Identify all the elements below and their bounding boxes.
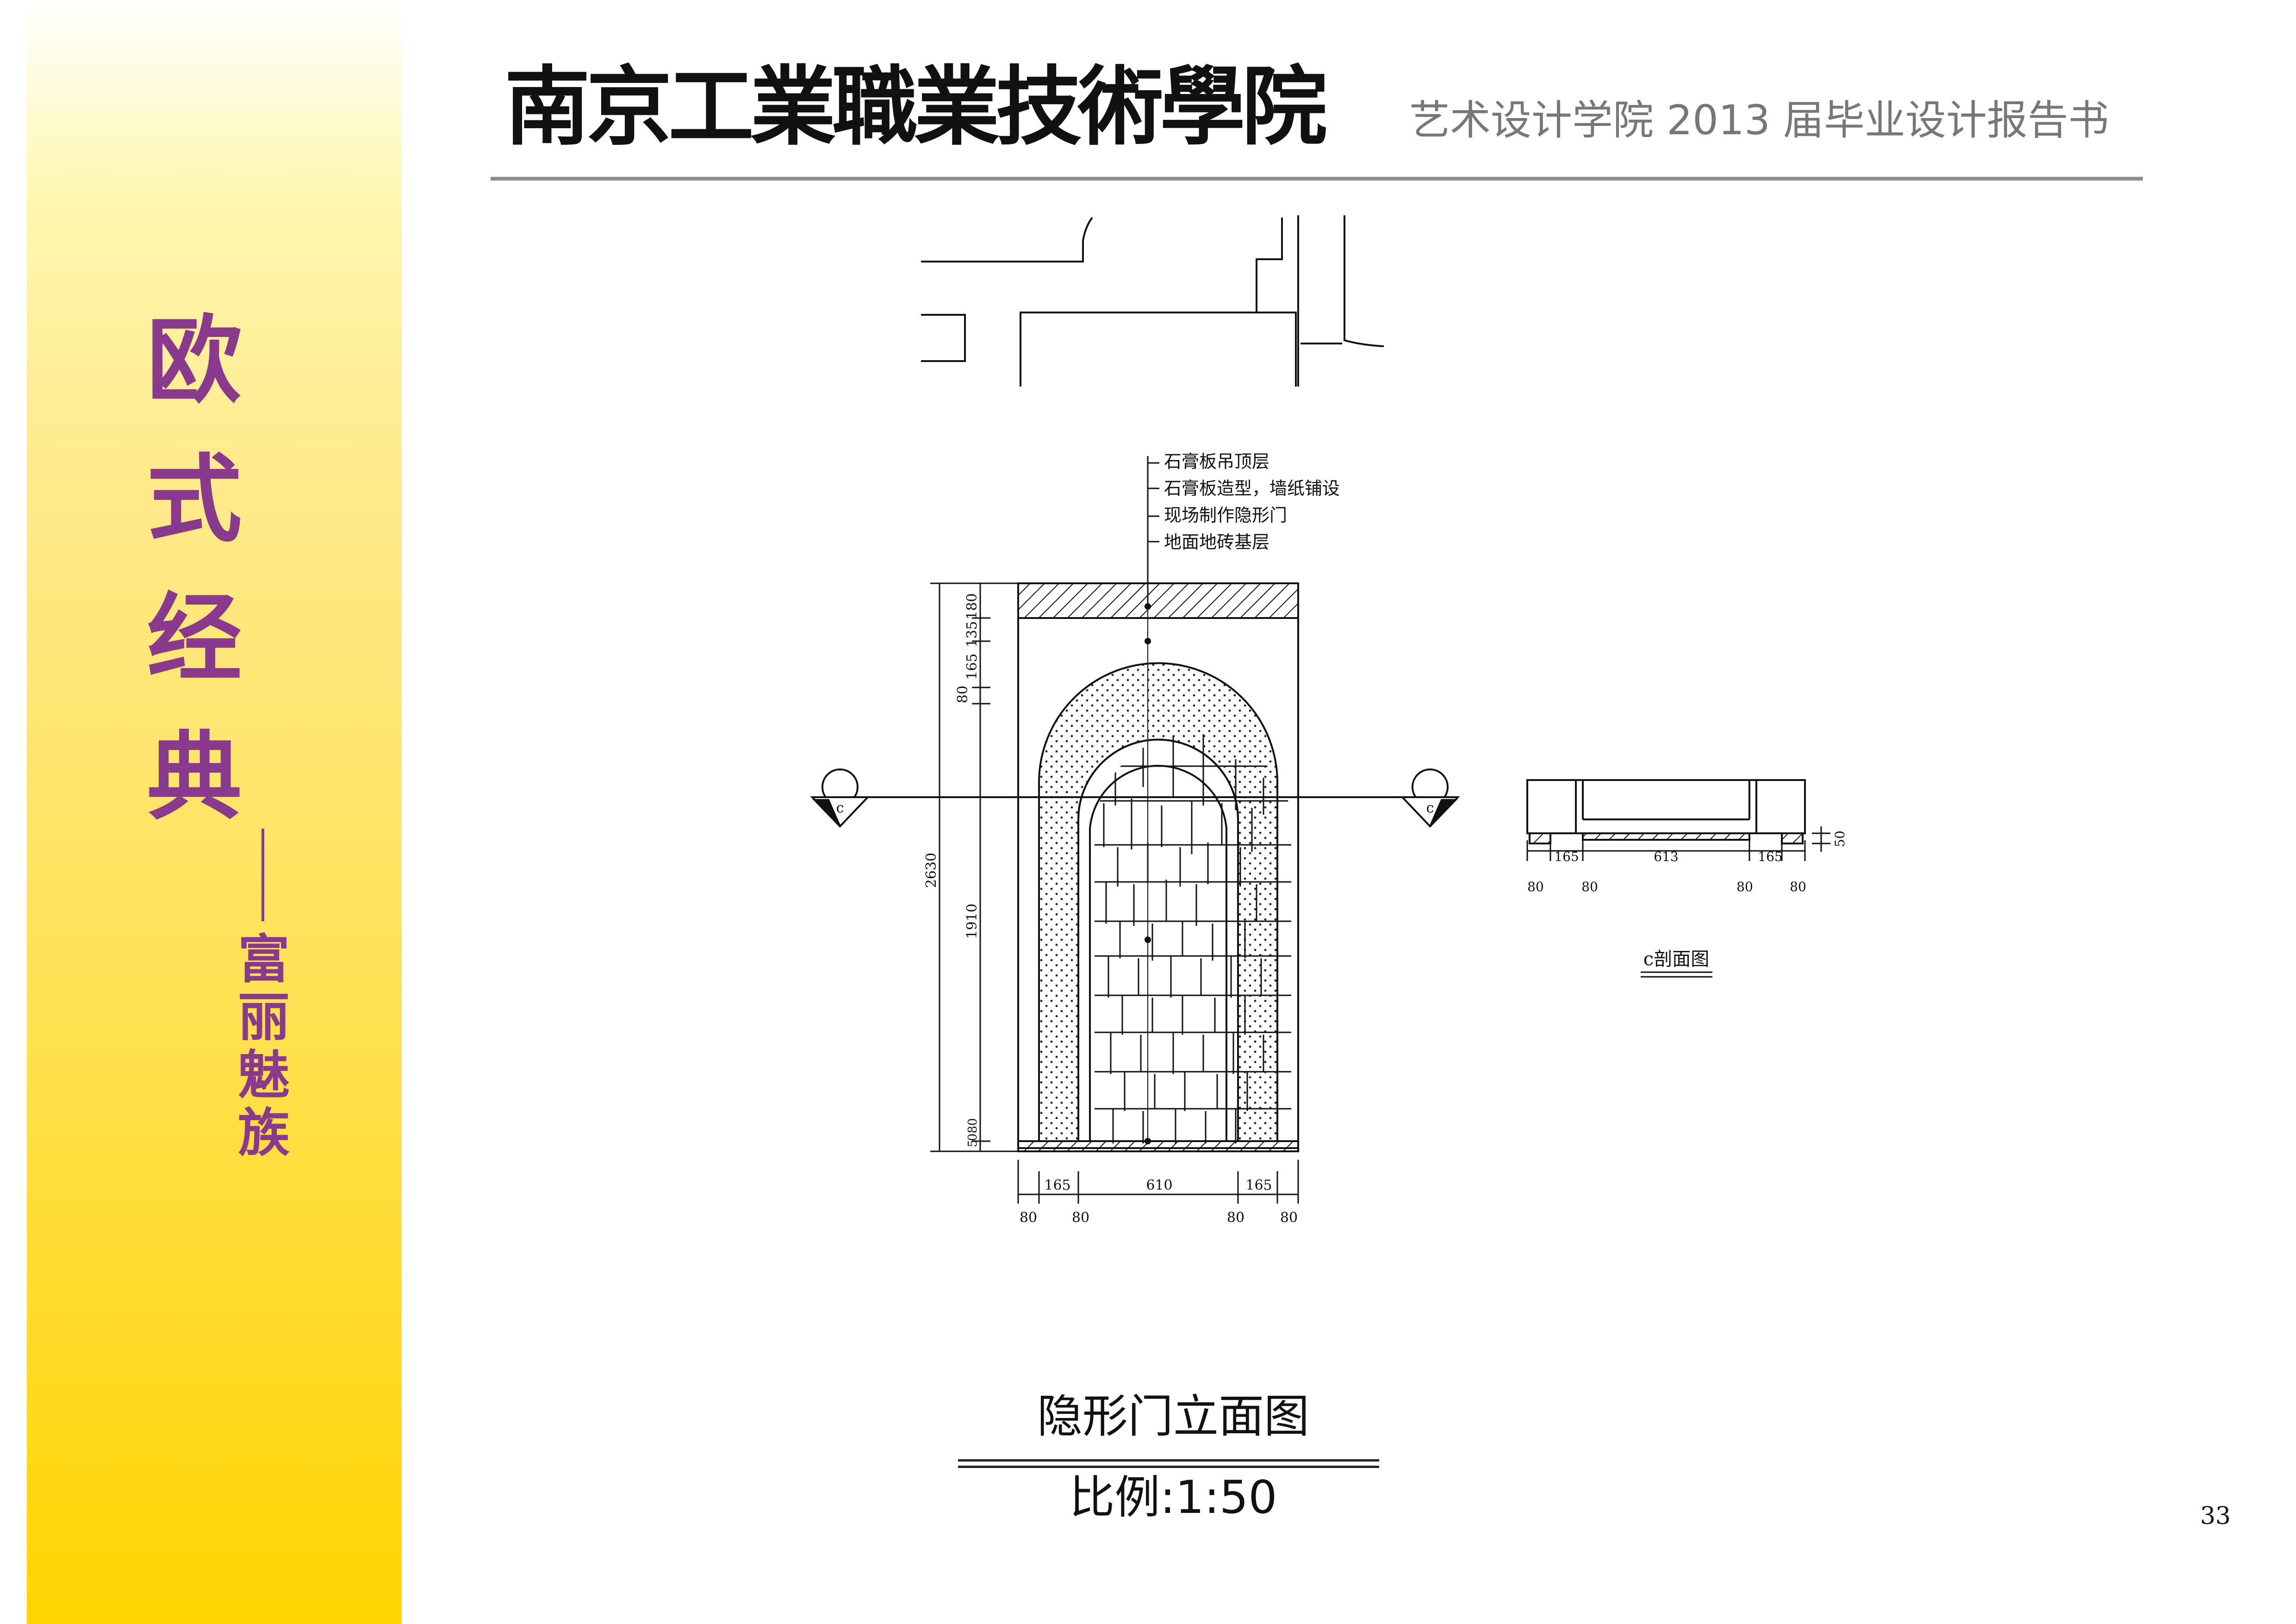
sidebar-title-char: 式 xyxy=(147,445,242,555)
page-number: 33 xyxy=(2200,1502,2231,1530)
dimension-label: 80 xyxy=(955,686,971,703)
door-elevation xyxy=(1017,582,1299,1152)
plan-fragment xyxy=(921,215,1384,387)
dimension-label: 610 xyxy=(1146,1177,1172,1193)
dimension-label: 1910 xyxy=(964,904,980,939)
drawing-title: 隐形门立面图 xyxy=(1037,1390,1309,1443)
sidebar-subtitle-char: 魅 xyxy=(238,1045,290,1106)
section-label: c剖面图 xyxy=(1643,949,1709,970)
dimension-label: 2630 xyxy=(923,853,940,888)
vertical-dimension-lines xyxy=(930,582,1018,1152)
dimension-label: 80 xyxy=(1280,1210,1298,1226)
annotation-label: 地面地砖基层 xyxy=(1164,532,1269,552)
sidebar-subtitle-char: 丽 xyxy=(238,987,290,1048)
dimension-label: 80 xyxy=(1072,1210,1089,1226)
stone-pattern xyxy=(1095,734,1291,1143)
dimension-label: 80 xyxy=(1790,879,1806,894)
dimension-label: 135 xyxy=(964,621,980,647)
horizontal-dimension-lines xyxy=(1017,1160,1299,1204)
dimension-label: 80 xyxy=(1527,879,1544,894)
dimension-label: 165 xyxy=(1758,849,1782,864)
dimension-label: 165 xyxy=(1245,1177,1272,1193)
dimension-label: 080 xyxy=(966,1118,980,1141)
left-margin xyxy=(0,0,27,1624)
report-title: 艺术设计学院 2013 届毕业设计报告书 xyxy=(1409,96,2109,144)
dimension-label: 80 xyxy=(1736,879,1753,894)
section-marker-label: c xyxy=(1426,800,1434,816)
dimension-label: 80 xyxy=(1581,879,1598,894)
title-underline xyxy=(958,1459,1379,1462)
section-cut-line xyxy=(810,768,1460,828)
sidebar-title-char: 典 xyxy=(147,723,242,833)
sidebar-dash xyxy=(261,829,264,921)
dimension-label: 613 xyxy=(1654,849,1678,864)
dimension-label: 80 xyxy=(1227,1210,1244,1226)
sidebar-title-char: 经 xyxy=(147,584,242,694)
dimension-label: 165 xyxy=(1044,1177,1070,1193)
annotation-label: 现场制作隐形门 xyxy=(1164,505,1287,525)
title-underline xyxy=(958,1466,1379,1468)
drawing-scale: 比例:1:50 xyxy=(1069,1471,1277,1524)
c-section-detail xyxy=(1526,779,1830,861)
section-marker-label: c xyxy=(836,800,844,816)
dimension-label: 165 xyxy=(1554,849,1579,864)
dimension-label: 50 xyxy=(1832,831,1848,847)
sidebar-subtitle-char: 富 xyxy=(238,929,290,990)
dimension-label: 180 xyxy=(964,593,980,619)
dimension-label: 80 xyxy=(1020,1210,1037,1226)
dimension-label: 5 xyxy=(966,1140,980,1148)
annotation-leaders xyxy=(1147,456,1159,606)
dimension-label: 165 xyxy=(964,653,980,680)
annotation-label: 石膏板造型，墙纸铺设 xyxy=(1164,478,1340,499)
school-name-logo: 南京工業職業技術學院 xyxy=(504,56,1327,157)
annotation-label: 石膏板吊顶层 xyxy=(1164,451,1269,472)
header-divider xyxy=(491,177,2143,181)
sidebar-subtitle-char: 族 xyxy=(238,1103,290,1163)
sidebar-panel xyxy=(27,0,402,1624)
sidebar-title-char: 欧 xyxy=(147,306,242,416)
